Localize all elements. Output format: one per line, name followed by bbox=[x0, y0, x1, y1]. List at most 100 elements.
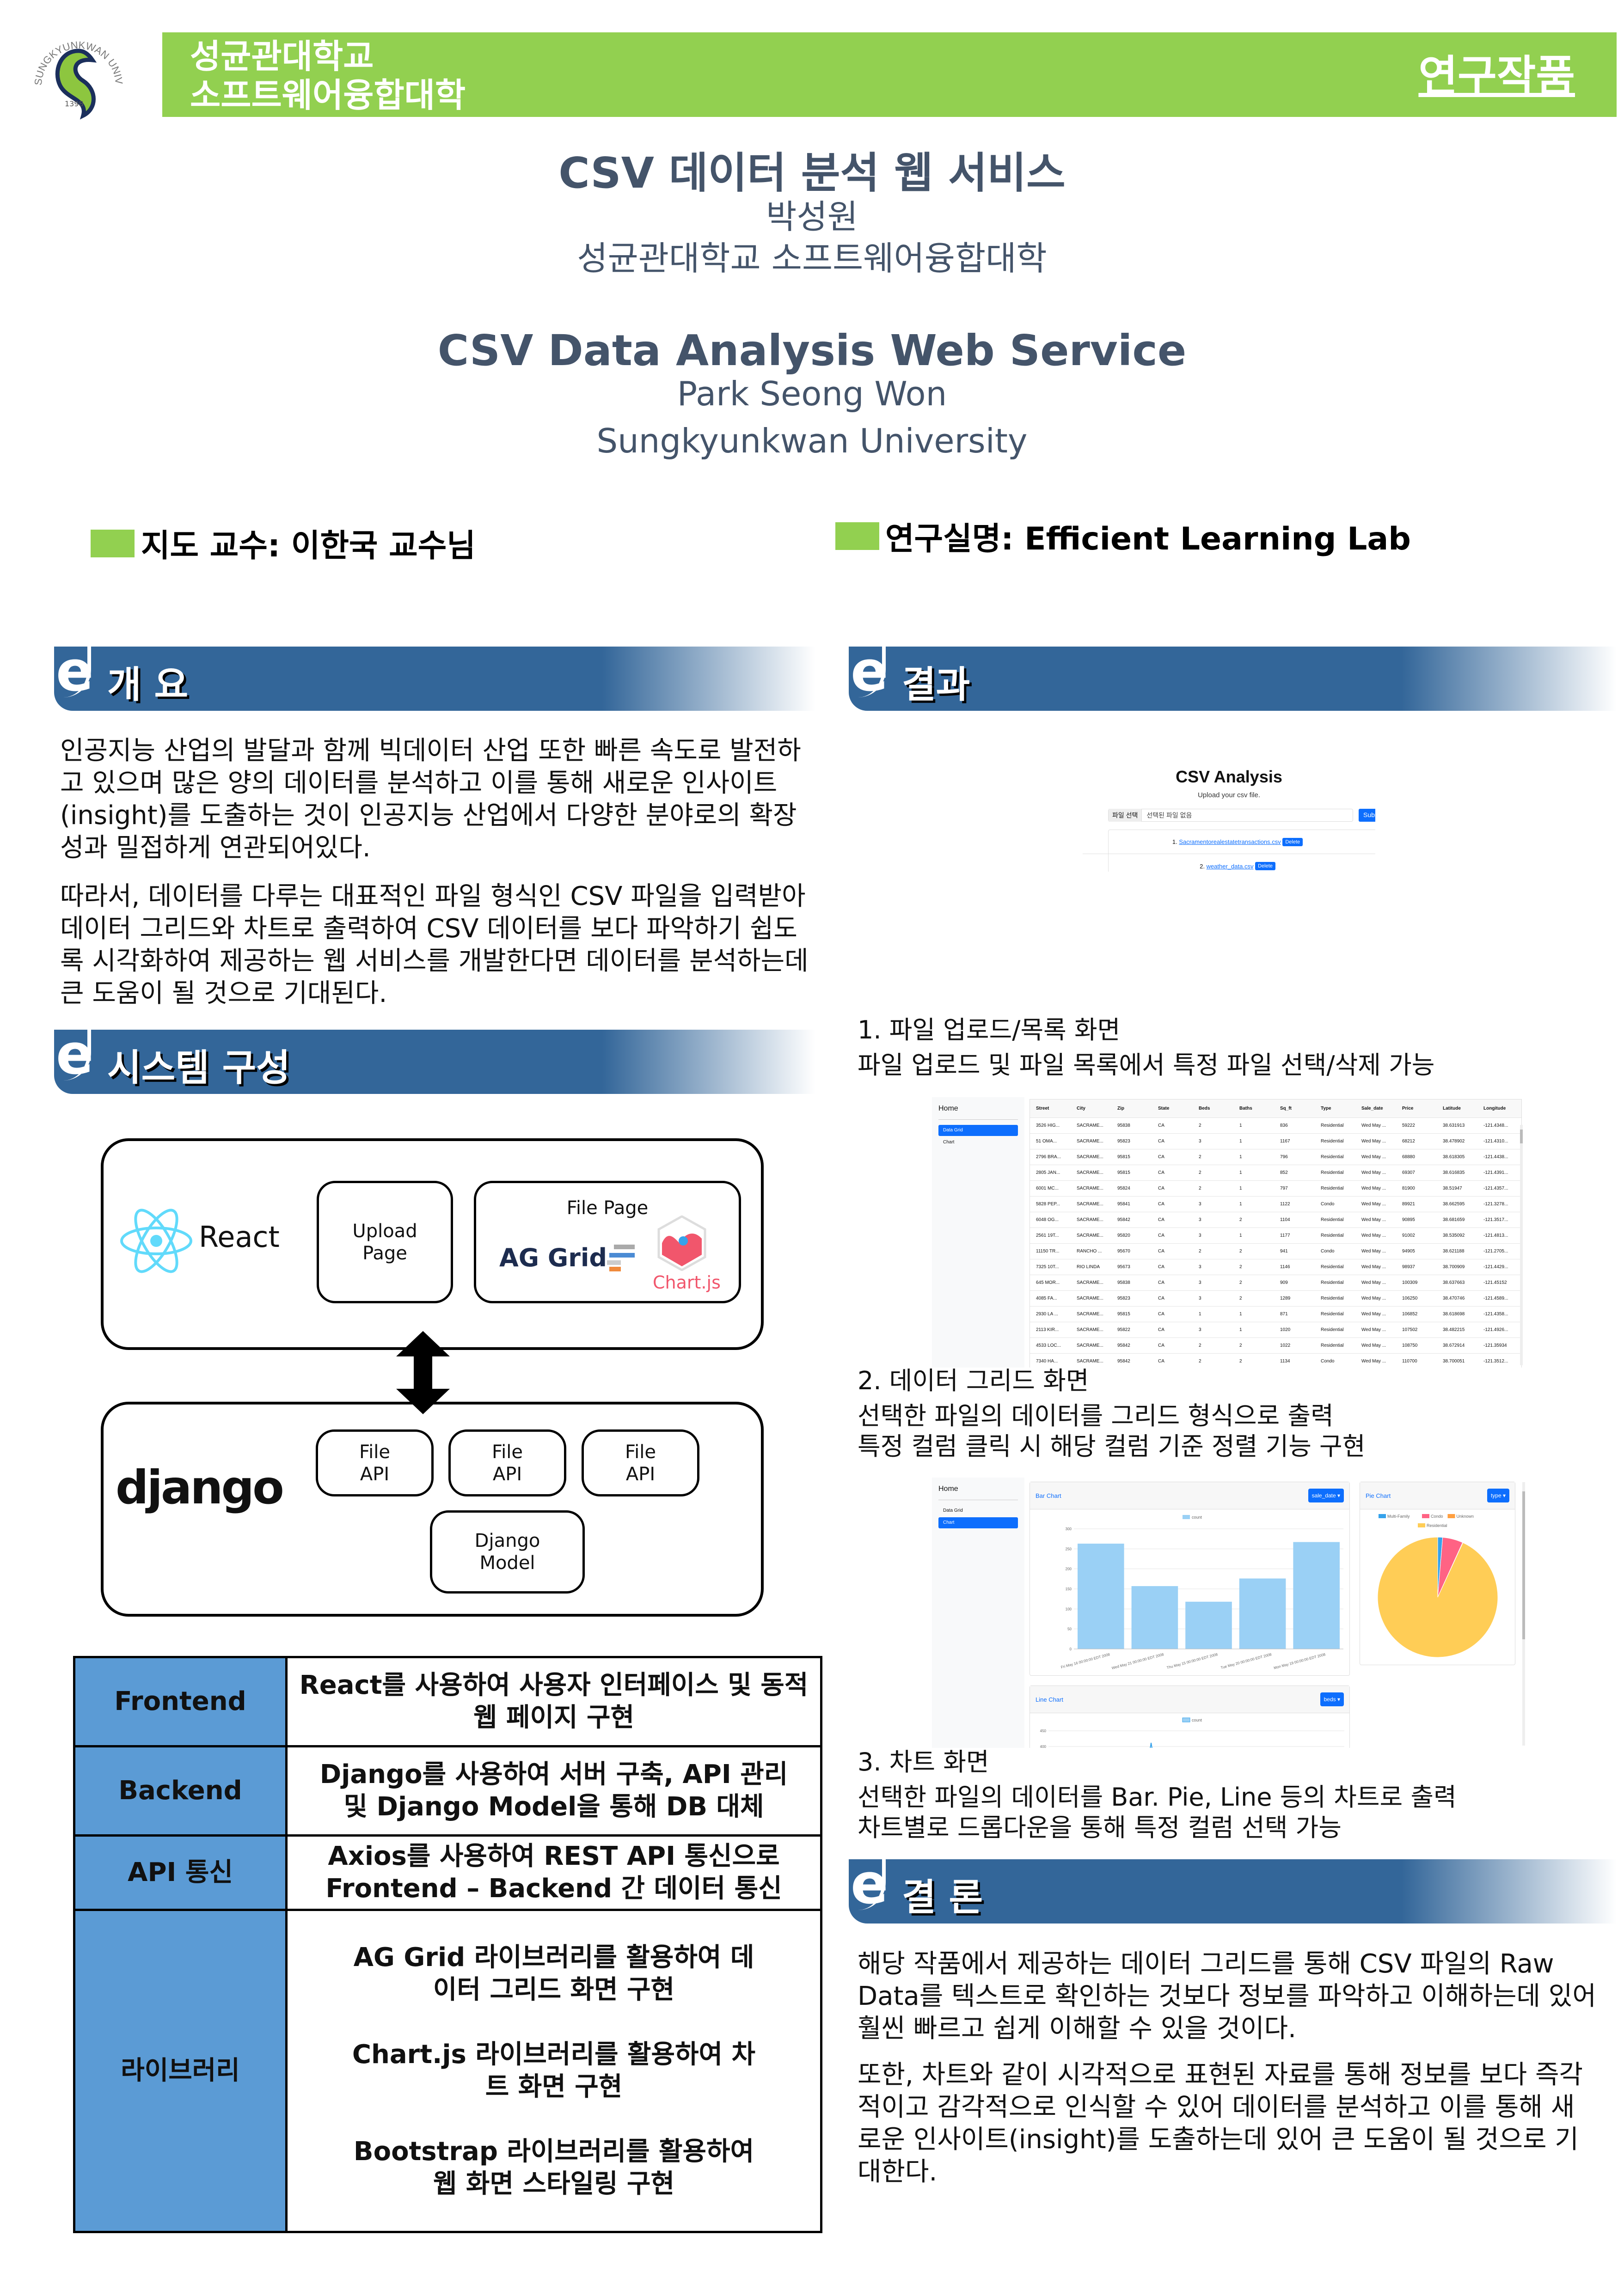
grid-cell: Residential bbox=[1321, 1123, 1344, 1128]
grid-cell: Wed May ... bbox=[1361, 1123, 1386, 1128]
grid-cell: CA bbox=[1158, 1123, 1164, 1128]
x-tick-label: Fri May 16 00:00:00 EDT 2008 bbox=[1060, 1652, 1110, 1669]
grid-cell: 95815 bbox=[1117, 1312, 1130, 1317]
column-header[interactable]: City bbox=[1077, 1106, 1085, 1111]
file-link[interactable]: Sacramentorealestatetransactions.csv bbox=[1179, 838, 1281, 845]
grid-cell: 95838 bbox=[1117, 1123, 1130, 1128]
sidebar-home[interactable]: Home bbox=[938, 1485, 958, 1493]
legend-label: count bbox=[1192, 1515, 1202, 1520]
legend-swatch bbox=[1422, 1514, 1429, 1518]
column-header[interactable]: Latitude bbox=[1443, 1106, 1461, 1111]
author-en: Park Seong Won bbox=[677, 374, 947, 413]
column-header[interactable]: State bbox=[1158, 1106, 1170, 1111]
grid-cell: 1167 bbox=[1280, 1139, 1290, 1144]
grid-cell: Residential bbox=[1321, 1233, 1344, 1238]
delete-button[interactable]: Delete bbox=[1255, 862, 1275, 870]
grid-cell: CA bbox=[1158, 1327, 1164, 1332]
legend-label: Residential bbox=[1427, 1523, 1447, 1528]
grid-cell: 95841 bbox=[1117, 1202, 1130, 1207]
column-header[interactable]: Beds bbox=[1199, 1106, 1210, 1111]
grid-cell: 2113 KIR... bbox=[1036, 1327, 1059, 1332]
line-series bbox=[1150, 1742, 1152, 1748]
university-logo: SUNGKYUNKWAN UNIVERSITY 1398 bbox=[24, 21, 129, 132]
column-header[interactable]: Type bbox=[1321, 1106, 1331, 1111]
column-header[interactable]: Zip bbox=[1117, 1106, 1124, 1111]
grid-cell: 3 bbox=[1199, 1264, 1201, 1270]
nav-data-grid[interactable]: Data Grid bbox=[943, 1508, 963, 1513]
grid-cell: 95838 bbox=[1117, 1280, 1130, 1285]
x-tick-label: Tue May 20 00:00:00 EDT 2008 bbox=[1220, 1652, 1272, 1670]
grid-cell: CA bbox=[1158, 1249, 1164, 1254]
grid-cell: SACRAME... bbox=[1077, 1154, 1103, 1160]
grid-cell: Condo bbox=[1321, 1249, 1335, 1254]
scrollbar[interactable] bbox=[1520, 1125, 1523, 1365]
grid-cell: 2 bbox=[1199, 1154, 1201, 1160]
grid-cell: -121.45152 bbox=[1483, 1280, 1507, 1285]
grid-cell: 3 bbox=[1199, 1327, 1201, 1332]
grid-cell: Wed May ... bbox=[1361, 1296, 1386, 1301]
grid-cell: -121.3278... bbox=[1483, 1202, 1508, 1207]
grid-cell: Wed May ... bbox=[1361, 1139, 1386, 1144]
pie-column-dropdown[interactable]: type ▾ bbox=[1487, 1489, 1509, 1502]
grid-cell: CA bbox=[1158, 1296, 1164, 1301]
grid-cell: CA bbox=[1158, 1170, 1164, 1175]
bullet-square bbox=[835, 522, 879, 550]
grid-cell: Residential bbox=[1321, 1217, 1344, 1222]
column-header[interactable]: Longitude bbox=[1483, 1106, 1506, 1111]
file-input[interactable]: 파일 선택 선택된 파일 없음 bbox=[1108, 809, 1353, 822]
grid-cell: 852 bbox=[1280, 1170, 1288, 1175]
grid-cell: 4533 LOC... bbox=[1036, 1343, 1061, 1348]
column-header[interactable]: Sq_ft bbox=[1280, 1106, 1292, 1111]
category-tag: 연구작품 bbox=[1418, 51, 1575, 101]
choose-file-button[interactable]: 파일 선택 bbox=[1109, 809, 1142, 822]
grid-cell: 2 bbox=[1239, 1296, 1242, 1301]
column-header[interactable]: Sale_date bbox=[1361, 1106, 1383, 1111]
grid-cell: Wed May ... bbox=[1361, 1343, 1386, 1348]
column-header[interactable]: Baths bbox=[1239, 1106, 1252, 1111]
grid-cell: 1 bbox=[1239, 1170, 1242, 1175]
grid-cell: -121.3512... bbox=[1483, 1359, 1508, 1364]
submit-button[interactable]: Submit bbox=[1359, 809, 1375, 822]
file-link[interactable]: weather_data.csv bbox=[1206, 862, 1254, 870]
grid-cell: 7340 HA... bbox=[1036, 1359, 1058, 1364]
grid-cell: Residential bbox=[1321, 1264, 1344, 1270]
grid-cell: 91002 bbox=[1402, 1233, 1415, 1238]
grid-cell: 38.672914 bbox=[1443, 1343, 1465, 1348]
grid-cell: SACRAME... bbox=[1077, 1170, 1103, 1175]
nav-chart[interactable]: Chart bbox=[943, 1140, 955, 1145]
scrollbar[interactable] bbox=[1522, 1482, 1525, 1746]
grid-cell: Residential bbox=[1321, 1170, 1344, 1175]
grid-cell: 797 bbox=[1280, 1186, 1288, 1191]
grid-cell: Residential bbox=[1321, 1186, 1344, 1191]
grid-cell: 95824 bbox=[1117, 1186, 1130, 1191]
legend-label: count bbox=[1192, 1718, 1202, 1722]
grid-cell: 38.681659 bbox=[1443, 1217, 1465, 1222]
grid-cell: -121.3517... bbox=[1483, 1217, 1508, 1222]
grid-cell: RIO LINDA bbox=[1077, 1264, 1100, 1270]
grid-cell: 3 bbox=[1199, 1139, 1201, 1144]
bar-column-dropdown[interactable]: sale_date ▾ bbox=[1308, 1489, 1344, 1502]
line-column-dropdown[interactable]: beds ▾ bbox=[1320, 1692, 1344, 1706]
file-list: 1. Sacramentorealestatetransactions.csv … bbox=[1083, 830, 1375, 872]
grid-cell: 95822 bbox=[1117, 1327, 1130, 1332]
grid-cell: 107502 bbox=[1402, 1327, 1418, 1332]
grid-cell: 81900 bbox=[1402, 1186, 1415, 1191]
y-tick-label: 50 bbox=[1067, 1627, 1072, 1631]
nav-chart[interactable]: Chart bbox=[938, 1517, 1018, 1528]
column-header[interactable]: Street bbox=[1036, 1106, 1049, 1111]
column-header[interactable]: Price bbox=[1402, 1106, 1414, 1111]
sidebar-home[interactable]: Home bbox=[938, 1105, 958, 1112]
legend-label: Multi-Family bbox=[1387, 1514, 1410, 1519]
grid-cell: 98937 bbox=[1402, 1264, 1415, 1270]
nav-data-grid[interactable]: Data Grid bbox=[938, 1125, 1018, 1136]
delete-button[interactable]: Delete bbox=[1282, 837, 1303, 846]
grid-cell: CA bbox=[1158, 1312, 1164, 1317]
